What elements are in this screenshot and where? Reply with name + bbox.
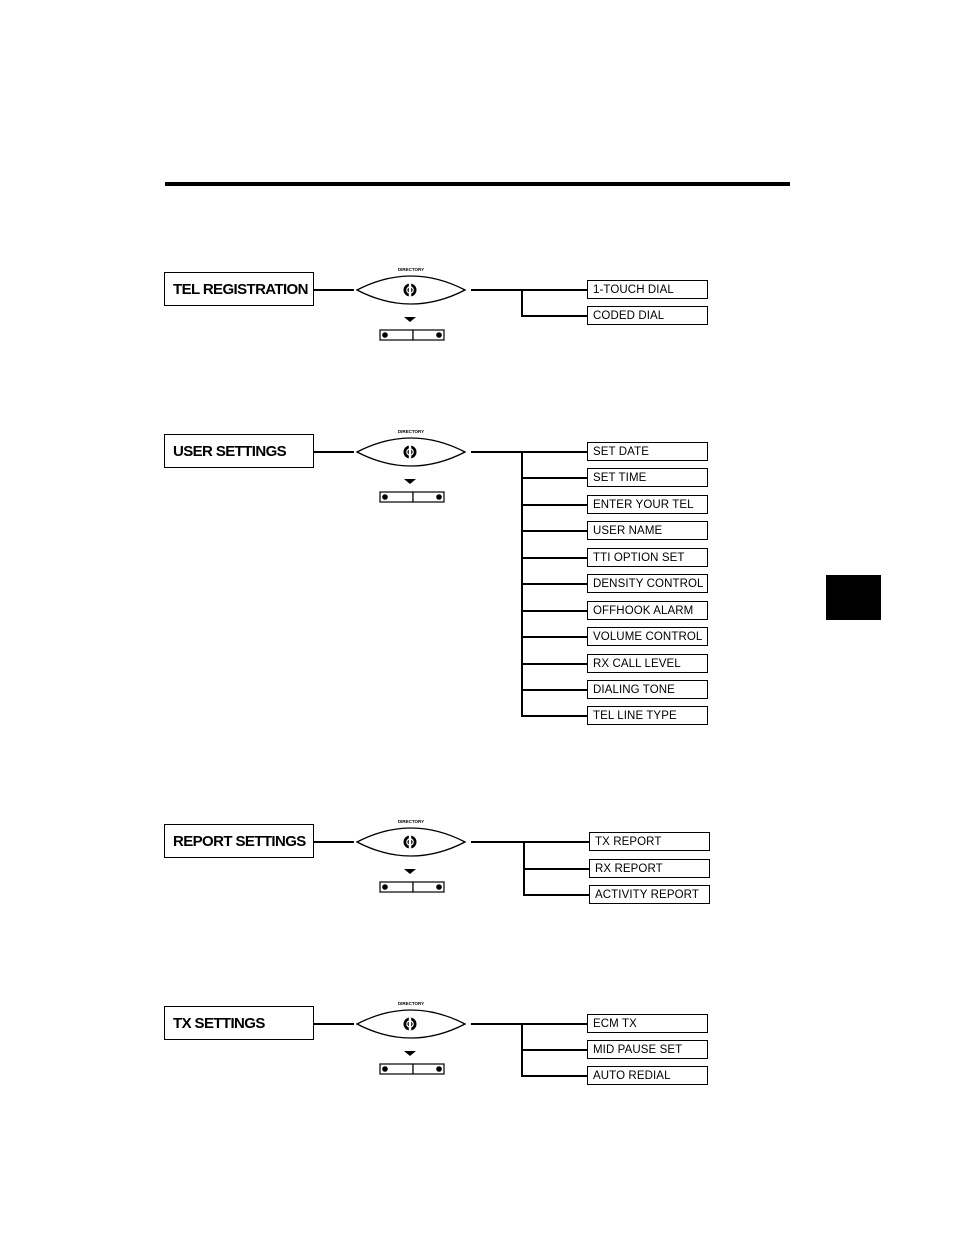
item-label: OFFHOOK ALARM [593, 604, 694, 617]
button-label: DIRECTORY [398, 267, 424, 272]
submenu-item: ECM TX [587, 1014, 708, 1033]
connector-line [471, 289, 522, 291]
branch-line [521, 530, 588, 532]
branch-line [521, 1049, 588, 1051]
item-label: TEL LINE TYPE [593, 709, 677, 722]
item-label: CODED DIAL [593, 309, 665, 322]
submenu-item: TX REPORT [589, 832, 710, 851]
scroll-keys-icon [379, 881, 445, 893]
branch-line [521, 1023, 588, 1025]
item-label: ACTIVITY REPORT [595, 888, 699, 901]
scroll-keys-icon [379, 329, 445, 341]
top-rule [165, 182, 790, 186]
submenu-item: CODED DIAL [587, 306, 708, 325]
menu-label: REPORT SETTINGS [173, 832, 306, 850]
submenu-item: TEL LINE TYPE [587, 706, 708, 725]
branch-line [521, 636, 588, 638]
submenu-item: AUTO REDIAL [587, 1066, 708, 1085]
item-label: ECM TX [593, 1017, 637, 1030]
branch-line [523, 868, 590, 870]
connector-line [314, 1023, 354, 1025]
item-label: ENTER YOUR TEL [593, 498, 694, 511]
key-group: DIRECTORY [355, 426, 467, 506]
button-label: DIRECTORY [398, 819, 424, 824]
branch-line [521, 583, 588, 585]
branch-line [523, 841, 590, 843]
menu-box: REPORT SETTINGS [164, 824, 314, 858]
connector-line [471, 451, 522, 453]
scroll-keys-icon [379, 491, 445, 503]
item-label: SET TIME [593, 471, 647, 484]
item-label: TX REPORT [595, 835, 662, 848]
branch-line [521, 557, 588, 559]
submenu-item: DIALING TONE [587, 680, 708, 699]
submenu-item: 1-TOUCH DIAL [587, 280, 708, 299]
submenu-item: RX CALL LEVEL [587, 654, 708, 673]
branch-line [521, 715, 588, 717]
menu-box: USER SETTINGS [164, 434, 314, 468]
connector-line [314, 451, 354, 453]
branch-line [521, 689, 588, 691]
submenu-item: VOLUME CONTROL [587, 627, 708, 646]
directory-key-icon: DIRECTORY [355, 267, 467, 341]
submenu-item: ENTER YOUR TEL [587, 495, 708, 514]
connector-line [471, 841, 524, 843]
branch-line [521, 477, 588, 479]
item-label: VOLUME CONTROL [593, 630, 703, 643]
submenu-item: USER NAME [587, 521, 708, 540]
menu-label: USER SETTINGS [173, 442, 287, 460]
submenu-item: RX REPORT [589, 859, 710, 878]
down-arrow-icon [404, 479, 416, 484]
connector-line [314, 841, 354, 843]
item-label: USER NAME [593, 524, 663, 537]
submenu-item: DENSITY CONTROL [587, 574, 708, 593]
item-label: RX CALL LEVEL [593, 657, 681, 670]
menu-box: TX SETTINGS [164, 1006, 314, 1040]
down-arrow-icon [404, 1051, 416, 1056]
directory-key-icon: DIRECTORY [355, 429, 467, 503]
branch-line [521, 663, 588, 665]
directory-key-icon: DIRECTORY [355, 1001, 467, 1075]
submenu-item: SET TIME [587, 468, 708, 487]
submenu-item: MID PAUSE SET [587, 1040, 708, 1059]
button-label: DIRECTORY [398, 1001, 424, 1006]
item-label: MID PAUSE SET [593, 1043, 683, 1056]
menu-box: TEL REGISTRATION [164, 272, 314, 306]
directory-key-icon: DIRECTORY [355, 819, 467, 893]
branch-line [521, 610, 588, 612]
key-group: DIRECTORY [355, 998, 467, 1078]
branch-line [521, 315, 588, 317]
key-group: DIRECTORY [355, 264, 467, 344]
submenu-item: TTI OPTION SET [587, 548, 708, 567]
item-label: 1-TOUCH DIAL [593, 283, 674, 296]
submenu-item: ACTIVITY REPORT [589, 885, 710, 904]
item-label: DENSITY CONTROL [593, 577, 704, 590]
menu-label: TEL REGISTRATION [173, 280, 308, 298]
submenu-item: SET DATE [587, 442, 708, 461]
down-arrow-icon [404, 869, 416, 874]
item-label: SET DATE [593, 445, 649, 458]
connector-line [471, 1023, 522, 1025]
branch-line [521, 289, 588, 291]
section-tab [826, 575, 881, 620]
down-arrow-icon [404, 317, 416, 322]
scroll-keys-icon [379, 1063, 445, 1075]
key-group: DIRECTORY [355, 816, 467, 896]
button-label: DIRECTORY [398, 429, 424, 434]
menu-label: TX SETTINGS [173, 1014, 265, 1032]
branch-line [521, 1075, 588, 1077]
submenu-item: OFFHOOK ALARM [587, 601, 708, 620]
item-label: TTI OPTION SET [593, 551, 685, 564]
branch-line [521, 451, 588, 453]
item-label: AUTO REDIAL [593, 1069, 671, 1082]
connector-line [314, 289, 354, 291]
branch-line [521, 504, 588, 506]
item-label: RX REPORT [595, 862, 663, 875]
bracket-line [521, 289, 523, 316]
branch-line [523, 894, 590, 896]
item-label: DIALING TONE [593, 683, 675, 696]
